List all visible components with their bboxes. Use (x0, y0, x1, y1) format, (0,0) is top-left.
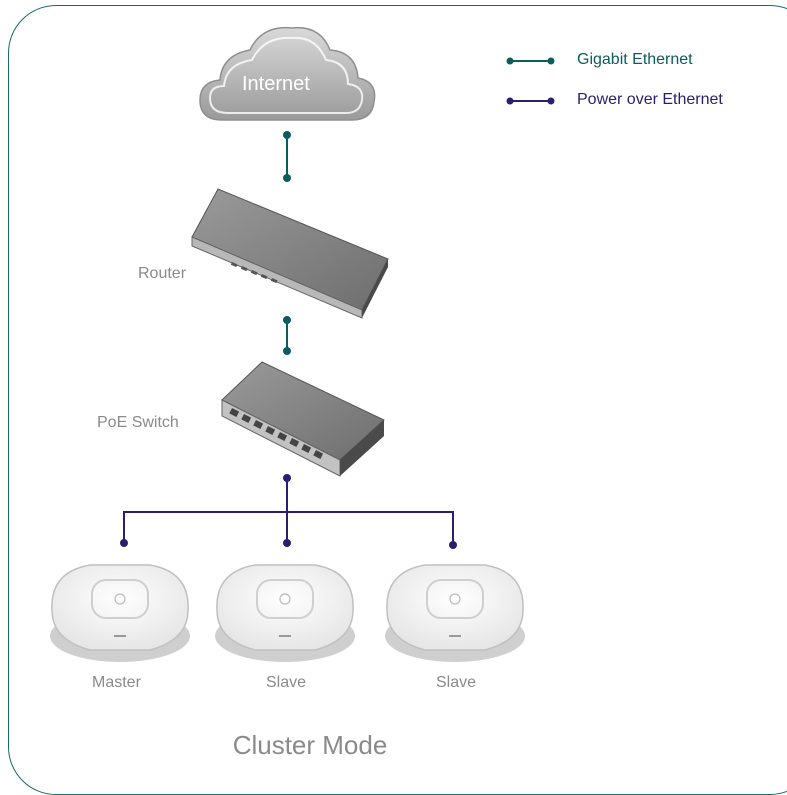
legend-poe-line (506, 97, 555, 105)
link-switch-aps (123, 478, 454, 545)
legend-poe-label: Power over Ethernet (577, 91, 723, 108)
access-point-slave-1-icon (215, 564, 355, 662)
network-diagram (50, 26, 555, 662)
ap-slave-1-label: Slave (266, 674, 307, 691)
ap-master-label: Master (92, 674, 141, 691)
link-internet-router (283, 131, 291, 182)
access-point-master-icon (50, 564, 190, 662)
router-icon (191, 188, 389, 319)
legend-gigabit-label: Gigabit Ethernet (577, 51, 693, 68)
poe-switch-icon (221, 361, 385, 477)
link-router-switch (283, 316, 291, 355)
poe-switch-label: PoE Switch (97, 414, 179, 431)
poe-link-dots (120, 474, 457, 549)
router-label: Router (138, 265, 187, 282)
legend-gigabit-line (506, 57, 555, 65)
internet-cloud-icon (199, 26, 376, 121)
internet-label: Internet (242, 73, 310, 95)
diagram-title: Cluster Mode (232, 730, 388, 760)
access-point-slave-2-icon (385, 564, 525, 662)
ap-slave-2-label: Slave (436, 674, 477, 691)
